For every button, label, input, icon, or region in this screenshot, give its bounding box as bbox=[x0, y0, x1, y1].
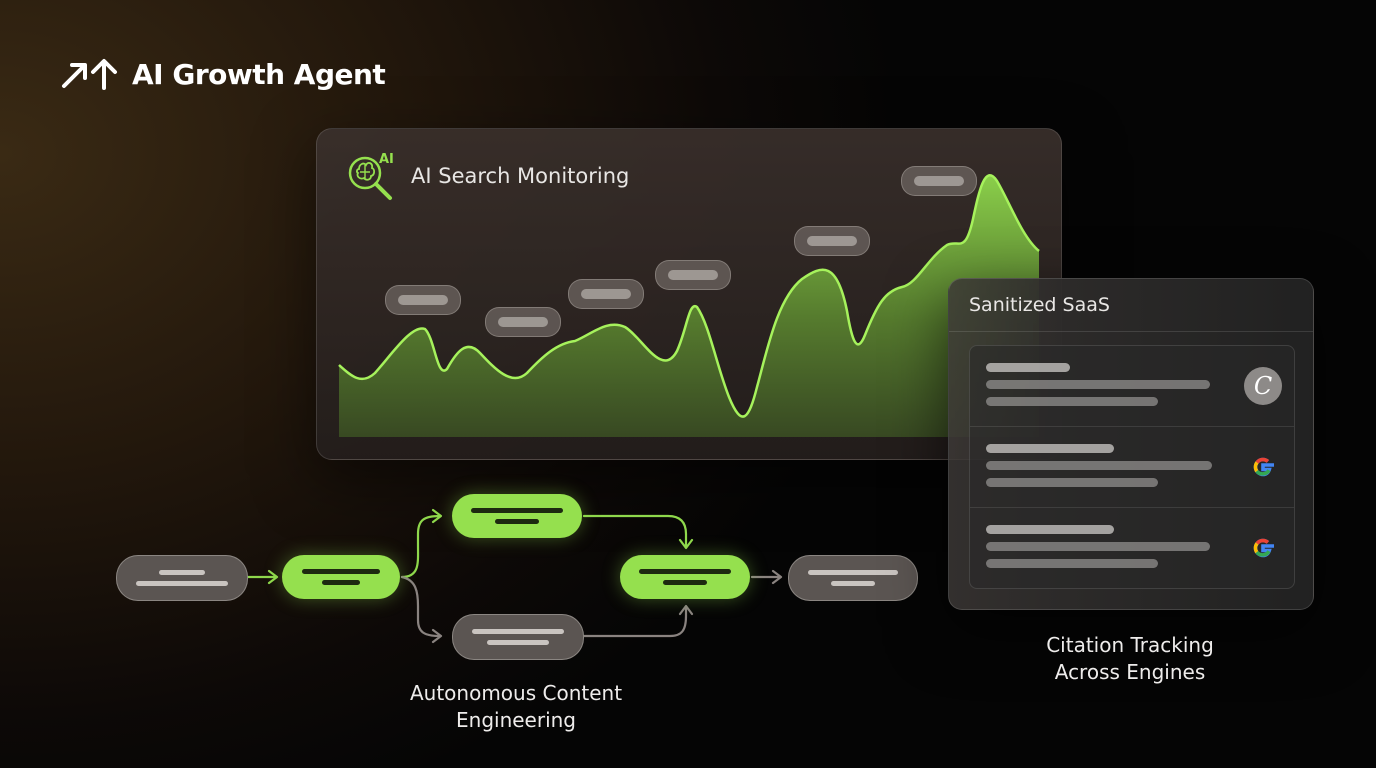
brand-title: AI Growth Agent bbox=[132, 57, 386, 91]
chart-label-pill bbox=[901, 166, 977, 196]
panel-header: AI AI Search Monitoring bbox=[345, 149, 629, 203]
chart-area bbox=[339, 175, 1039, 437]
flow-node-input bbox=[116, 555, 248, 601]
chart-line bbox=[338, 174, 1040, 418]
citation-list: C bbox=[969, 345, 1295, 589]
caption-line: Engineering bbox=[456, 708, 576, 732]
chart-label-pill bbox=[485, 307, 561, 337]
flow-arrow bbox=[750, 569, 783, 585]
caption-line: Autonomous Content bbox=[409, 681, 623, 705]
content-flow-connectors bbox=[246, 508, 783, 644]
c-logo-icon: C bbox=[1244, 367, 1282, 405]
chart-label-pill bbox=[794, 226, 870, 256]
flow-arrow bbox=[582, 604, 694, 638]
brain-magnifier-icon: AI bbox=[348, 152, 394, 200]
flow-arrow bbox=[582, 514, 694, 550]
flow-arrow bbox=[400, 575, 443, 644]
chart-label-pill bbox=[568, 279, 644, 309]
growth-arrows-icon bbox=[62, 59, 117, 90]
citation-row bbox=[970, 508, 1294, 588]
flow-node-branch-secondary bbox=[452, 614, 584, 660]
card-header: Sanitized SaaS bbox=[949, 279, 1313, 332]
ai-label: AI bbox=[379, 152, 394, 167]
search-visibility-area-chart bbox=[338, 174, 1040, 437]
panel-title: AI Search Monitoring bbox=[411, 164, 630, 188]
citation-row bbox=[970, 427, 1294, 508]
google-icon bbox=[1253, 457, 1274, 477]
google-icon bbox=[1253, 538, 1274, 558]
citation-tracking-caption: Citation Tracking Across Engines bbox=[990, 632, 1270, 686]
caption-line: Across Engines bbox=[1054, 660, 1206, 684]
flow-node-output bbox=[788, 555, 918, 601]
card-title: Sanitized SaaS bbox=[969, 294, 1110, 316]
ai-search-monitoring-panel: AI AI Search Monitoring bbox=[316, 128, 1062, 460]
flow-arrow bbox=[246, 569, 279, 585]
citation-row: C bbox=[970, 346, 1294, 427]
caption-line: Citation Tracking bbox=[1046, 633, 1214, 657]
flow-node-merge bbox=[620, 555, 750, 599]
chart-label-pill bbox=[655, 260, 731, 290]
citation-tracking-card: Sanitized SaaS C bbox=[948, 278, 1314, 610]
flow-node-branch-primary bbox=[452, 494, 582, 538]
chart-label-pill bbox=[385, 285, 461, 315]
flow-node-process bbox=[282, 555, 400, 599]
content-engineering-caption: Autonomous Content Engineering bbox=[366, 680, 666, 734]
flow-arrow bbox=[400, 508, 443, 579]
brand-header: AI Growth Agent bbox=[60, 56, 386, 92]
